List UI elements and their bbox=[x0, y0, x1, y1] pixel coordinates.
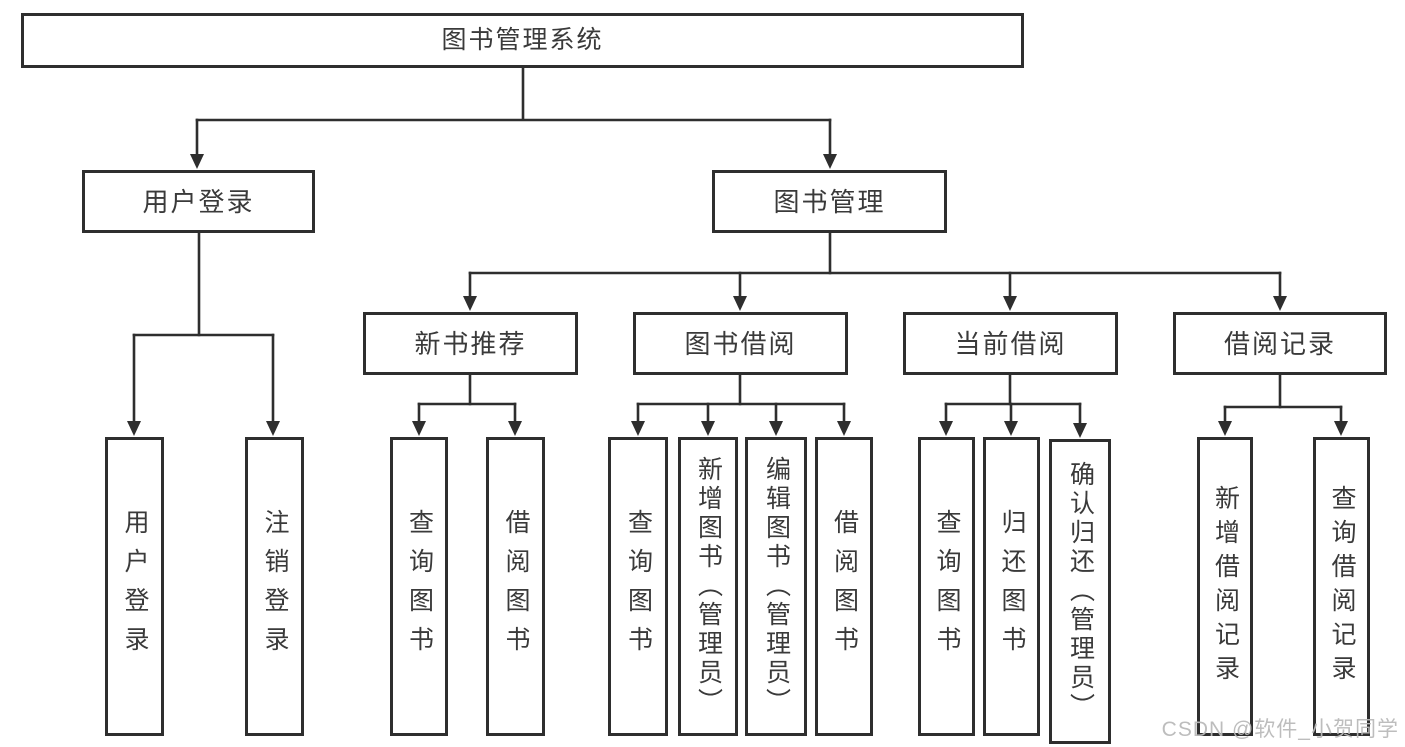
node-book-management: 图书管理 bbox=[712, 170, 947, 233]
leaf-return-book-label: 归还图书 bbox=[998, 508, 1026, 665]
leaf-edit-book-admin: 编辑图书（管理员） bbox=[745, 437, 807, 736]
arrowheads bbox=[127, 154, 1348, 438]
leaf-return-book: 归还图书 bbox=[983, 437, 1040, 736]
node-new-book-recommend-label: 新书推荐 bbox=[414, 328, 527, 359]
node-book-borrow: 图书借阅 bbox=[633, 312, 848, 375]
leaf-logout: 注销登录 bbox=[245, 437, 304, 736]
leaf-confirm-return-admin-label: 确认归还（管理员） bbox=[1066, 461, 1095, 722]
leaf-borrow-query-book-label: 查询图书 bbox=[624, 508, 653, 665]
leaf-add-book-admin-label: 新增图书（管理员） bbox=[694, 456, 723, 717]
leaf-user-login: 用户登录 bbox=[105, 437, 164, 736]
node-new-book-recommend: 新书推荐 bbox=[363, 312, 578, 375]
node-borrow-record-label: 借阅记录 bbox=[1223, 328, 1336, 359]
node-root: 图书管理系统 bbox=[21, 13, 1024, 68]
node-book-borrow-label: 图书借阅 bbox=[684, 328, 797, 359]
leaf-borrow-book: 借阅图书 bbox=[815, 437, 873, 736]
leaf-borrow-query-book: 查询图书 bbox=[608, 437, 668, 736]
node-root-label: 图书管理系统 bbox=[441, 26, 604, 54]
leaf-recommend-query-book-label: 查询图书 bbox=[405, 508, 434, 665]
node-current-borrow-label: 当前借阅 bbox=[954, 328, 1067, 359]
node-user-login: 用户登录 bbox=[82, 170, 315, 233]
leaf-current-query-book-label: 查询图书 bbox=[933, 508, 961, 665]
leaf-add-book-admin: 新增图书（管理员） bbox=[678, 437, 738, 736]
leaf-add-borrow-record: 新增借阅记录 bbox=[1197, 437, 1253, 736]
node-current-borrow: 当前借阅 bbox=[903, 312, 1118, 375]
leaf-logout-label: 注销登录 bbox=[261, 508, 289, 665]
leaf-borrow-book-label: 借阅图书 bbox=[830, 508, 859, 665]
leaf-recommend-borrow-book: 借阅图书 bbox=[486, 437, 545, 736]
node-user-login-label: 用户登录 bbox=[142, 186, 255, 217]
leaf-current-query-book: 查询图书 bbox=[918, 437, 975, 736]
node-book-management-label: 图书管理 bbox=[773, 186, 886, 217]
leaf-confirm-return-admin: 确认归还（管理员） bbox=[1049, 439, 1111, 744]
leaf-recommend-query-book: 查询图书 bbox=[390, 437, 448, 736]
leaf-add-borrow-record-label: 新增借阅记录 bbox=[1211, 484, 1240, 689]
leaf-query-borrow-record: 查询借阅记录 bbox=[1313, 437, 1370, 736]
leaf-user-login-label: 用户登录 bbox=[121, 508, 149, 665]
leaf-query-borrow-record-label: 查询借阅记录 bbox=[1328, 484, 1356, 689]
node-borrow-record: 借阅记录 bbox=[1173, 312, 1387, 375]
leaf-recommend-borrow-book-label: 借阅图书 bbox=[502, 508, 530, 665]
leaf-edit-book-admin-label: 编辑图书（管理员） bbox=[762, 456, 791, 717]
